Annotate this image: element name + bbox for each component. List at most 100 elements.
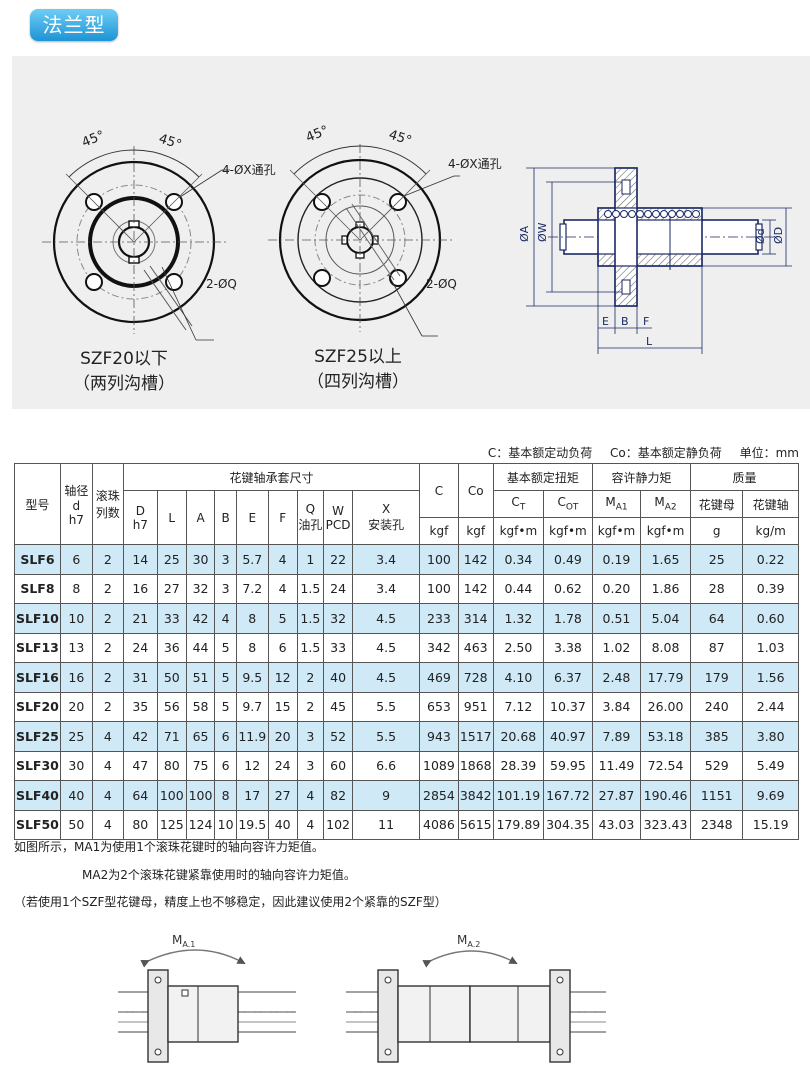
table-cell: 8.08	[639, 632, 692, 663]
szf25-oil-label: 2-ØQ	[426, 277, 457, 291]
table-cell: 80	[122, 809, 158, 840]
table-cell: 10	[59, 603, 93, 634]
table-cell: 42	[185, 603, 216, 634]
table-cell: 4	[267, 544, 298, 575]
model-cell: SLF25	[14, 721, 61, 752]
table-cell: 5.04	[639, 603, 692, 634]
th-A: A	[185, 490, 216, 545]
table-cell: 5.7	[235, 544, 269, 575]
ma2-sub: A.2	[467, 940, 480, 949]
ma1-main: M	[172, 933, 182, 947]
table-cell: 15	[267, 691, 298, 722]
table-cell: 60	[323, 750, 353, 781]
table-cell: 6	[214, 750, 237, 781]
model-cell: SLF10	[14, 603, 61, 634]
table-cell: 1.56	[742, 662, 799, 693]
th-rows: 滚珠 列数	[91, 463, 124, 545]
table-cell: 5.49	[742, 750, 799, 781]
table-cell: 314	[457, 603, 494, 634]
th-L: L	[156, 490, 187, 545]
szf25-caption-line2: （四列沟槽）	[307, 372, 409, 392]
table-cell: 3	[296, 721, 325, 752]
table-cell: 16	[59, 662, 93, 693]
table-cell: 32	[185, 573, 216, 604]
table-cell: 13	[59, 632, 93, 663]
table-cell: 1.5	[296, 573, 325, 604]
table-cell: 75	[185, 750, 216, 781]
table-cell: 6	[267, 632, 298, 663]
spec-table: 型号 轴径 d h7 滚珠 列数 花键轴承套尺寸 C Co 基本额定扭矩 容许静…	[14, 463, 799, 840]
szf25-caption: SZF25以上 （四列沟槽）	[298, 342, 418, 392]
th-cot-main: C	[557, 495, 566, 510]
table-cell: 22	[323, 544, 353, 575]
table-cell: 7.2	[235, 573, 269, 604]
table-cell: 1.65	[639, 544, 692, 575]
table-cell: 30	[185, 544, 216, 575]
table-cell: 33	[156, 603, 187, 634]
table-cell: 529	[690, 750, 744, 781]
table-cell: 100	[156, 780, 187, 811]
th-D-2: h7	[132, 517, 148, 532]
table-cell: 43.03	[591, 809, 641, 840]
table-cell: 0.51	[591, 603, 641, 634]
th-rows-1: 滚珠	[95, 489, 120, 503]
table-cell: 2	[91, 544, 124, 575]
legend-unit: 单位：mm	[739, 446, 799, 460]
th-shaft-2: d	[72, 498, 81, 513]
table-cell: 3842	[457, 780, 494, 811]
table-cell: 5	[214, 632, 237, 663]
szf20-caption: SZF20以下 （两列沟槽）	[64, 344, 184, 394]
table-cell: 40.97	[542, 721, 593, 752]
table-cell: 17	[235, 780, 269, 811]
table-cell: 5	[267, 603, 298, 634]
th-ct: CT	[492, 490, 544, 518]
table-cell: 27	[267, 780, 298, 811]
szf25-hole-label: 4-ØX通孔	[448, 157, 502, 171]
table-cell: 1.78	[542, 603, 593, 634]
table-cell: 4.10	[492, 662, 544, 693]
table-cell: 653	[419, 691, 459, 722]
table-cell: 2.50	[492, 632, 544, 663]
table-cell: 4.5	[351, 662, 421, 693]
table-cell: 40	[59, 780, 93, 811]
table-cell: 100	[419, 544, 459, 575]
table-cell: 12	[235, 750, 269, 781]
table-cell: 1.5	[296, 603, 325, 634]
table-cell: 64	[122, 780, 158, 811]
table-cell: 5.5	[351, 691, 421, 722]
th-X-1: X	[381, 502, 391, 516]
table-cell: 24	[122, 632, 158, 663]
dim-D-label: ØD	[772, 227, 785, 244]
table-cell: 31	[122, 662, 158, 693]
table-cell: 0.22	[742, 544, 799, 575]
dim-b-label: B	[621, 315, 629, 328]
table-cell: 65	[185, 721, 216, 752]
table-cell: 50	[156, 662, 187, 693]
table-cell: 5.5	[351, 721, 421, 752]
table-cell: 16	[122, 573, 158, 604]
th-shaft-1: 轴径	[64, 483, 89, 498]
table-cell: 47	[122, 750, 158, 781]
legend-c: C：基本额定动负荷	[487, 446, 593, 460]
th-D-1: D	[135, 503, 145, 518]
table-cell: 179.89	[492, 809, 544, 840]
th-ma2-main: M	[654, 495, 665, 510]
table-cell: 11	[351, 809, 421, 840]
table-cell: 342	[419, 632, 459, 663]
table-cell: 6.37	[542, 662, 593, 693]
table-cell: 0.49	[542, 544, 593, 575]
table-cell: 4	[91, 721, 124, 752]
table-cell: 1.32	[492, 603, 544, 634]
table-cell: 36	[156, 632, 187, 663]
szf25-angle-left: 45°	[304, 123, 331, 146]
unit-ct: kgf•m	[492, 517, 544, 545]
table-cell: 10.37	[542, 691, 593, 722]
side-section-view	[526, 167, 792, 354]
dim-w-label: ØW	[536, 222, 549, 242]
table-cell: 323.43	[639, 809, 692, 840]
flange-drawings: 45° 45° 4-ØX通孔 2-ØQ 45° 45° 4-ØX通孔 2-ØQ	[42, 123, 792, 354]
th-ma1-sub: A1	[615, 502, 628, 513]
dim-a-label: ØA	[518, 225, 531, 242]
